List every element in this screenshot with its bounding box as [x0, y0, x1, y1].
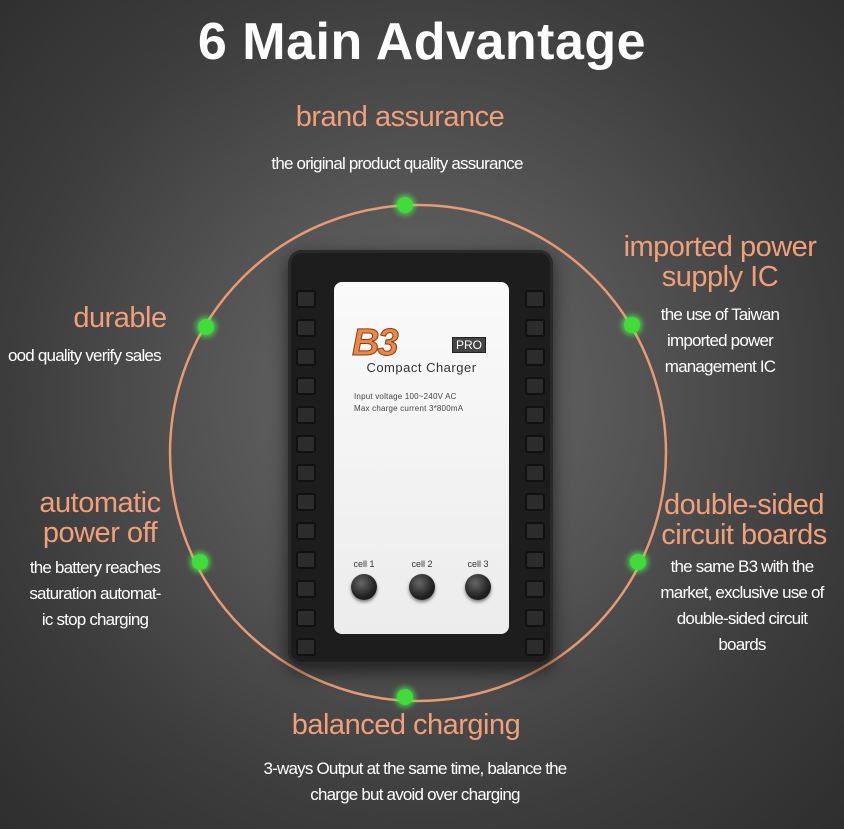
auto-off-desc-line3: ic stop charging [41, 610, 149, 629]
imported-ic-desc: the use of Taiwan imported power managem… [620, 302, 820, 380]
charger-name: Compact Charger [366, 360, 477, 375]
balanced-charging-desc: 3-ways Output at the same time, balance … [0, 756, 830, 808]
durable-dot [198, 319, 214, 335]
balanced-charging-dot [397, 689, 413, 705]
cell-1-label: cell 1 [353, 559, 375, 569]
double-sided-desc-line1: the same B3 with the [670, 557, 815, 576]
durable-desc: ood quality verify sales [8, 346, 162, 365]
cell-3-label: cell 3 [467, 559, 489, 569]
brand-assurance-dot [397, 197, 413, 213]
auto-off-desc-line2: saturation automat- [29, 584, 161, 603]
right-vent-ribs [525, 290, 547, 656]
b3-logo: B3 [352, 322, 400, 365]
imported-ic-dot [624, 317, 640, 333]
auto-off-desc: the battery reaches saturation automat- … [10, 555, 180, 633]
balanced-charging-desc-line2: charge but avoid over charging [310, 785, 520, 804]
b3-charger-image: B3 PRO Compact Charger Input voltage 100… [288, 250, 553, 665]
auto-off-dot [192, 554, 208, 570]
imported-ic-heading-line1: imported power [623, 231, 817, 263]
cell-1-indicator [351, 574, 377, 600]
double-sided-desc-line2: market, exclusive use of [660, 583, 824, 602]
auto-off-heading: automatic power off [10, 488, 190, 548]
left-vent-ribs [296, 290, 318, 656]
auto-off-desc-line1: the battery reaches [29, 558, 161, 577]
double-sided-desc-line4: boards [718, 635, 766, 654]
charger-face-panel: B3 PRO Compact Charger Input voltage 100… [334, 282, 509, 634]
cell-2-indicator [409, 574, 435, 600]
brand-assurance-desc: the original product quality assurance [271, 154, 523, 173]
imported-ic-desc-line3: management IC [664, 357, 776, 376]
brand-assurance-heading: brand assurance [295, 101, 505, 133]
double-sided-heading: double-sided circuit boards [646, 490, 842, 550]
double-sided-desc: the same B3 with the market, exclusive u… [640, 554, 844, 658]
imported-ic-desc-line1: the use of Taiwan [660, 305, 780, 324]
cell-3-indicator [465, 574, 491, 600]
spec-max-current: Max charge current 3*800mA [354, 404, 464, 413]
durable-heading: durable [73, 302, 167, 334]
double-sided-desc-line3: double-sided circuit [676, 609, 808, 628]
spec-input-voltage: Input voltage 100~240V AC [354, 392, 457, 401]
double-sided-dot [630, 554, 646, 570]
pro-badge: PRO [452, 337, 487, 353]
page-title: 6 Main Advantage [197, 13, 647, 71]
cell-2-label: cell 2 [411, 559, 433, 569]
auto-off-heading-line2: power off [42, 517, 158, 549]
imported-ic-heading: imported power supply IC [600, 232, 840, 292]
double-sided-heading-line2: circuit boards [661, 519, 827, 551]
double-sided-heading-line1: double-sided [663, 489, 825, 521]
auto-off-heading-line1: automatic [39, 487, 161, 519]
imported-ic-desc-line2: imported power [667, 331, 774, 350]
balanced-charging-desc-line1: 3-ways Output at the same time, balance … [263, 759, 568, 778]
imported-ic-heading-line2: supply IC [661, 261, 779, 293]
balanced-charging-heading: balanced charging [291, 709, 521, 741]
